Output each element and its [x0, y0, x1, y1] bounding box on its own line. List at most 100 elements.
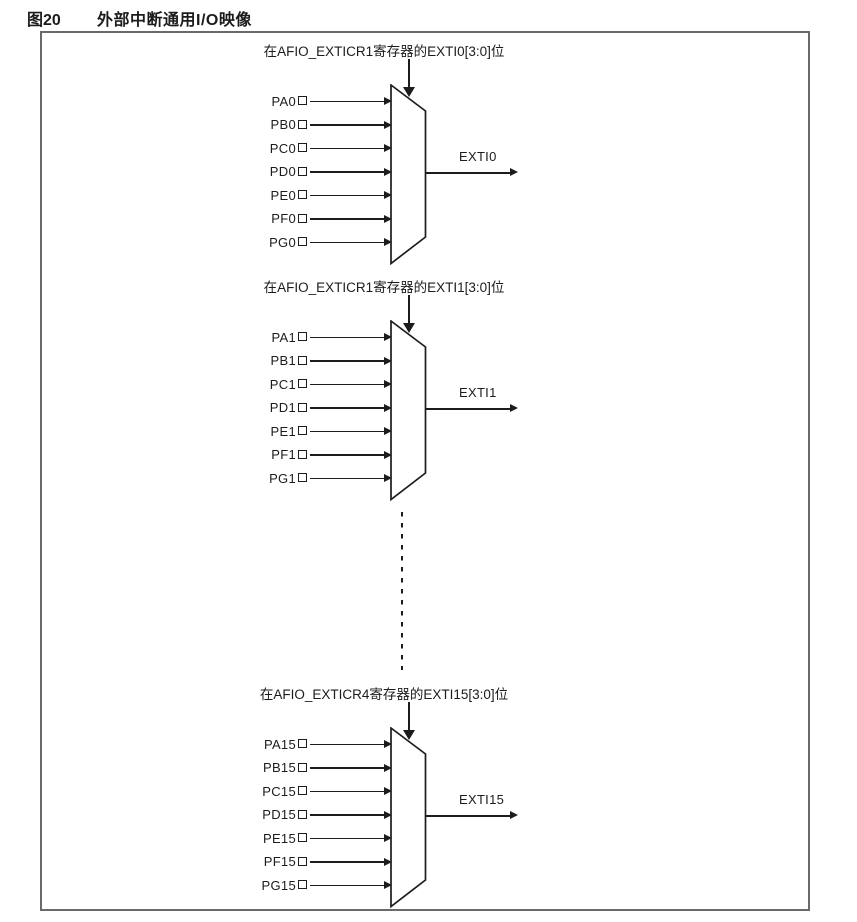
input-row: PC15: [240, 784, 400, 799]
port-label: PG1: [269, 470, 296, 486]
input-row: PE15: [240, 831, 400, 846]
port-label: PG0: [269, 234, 296, 250]
port-label: PA1: [271, 329, 296, 345]
input-arrowhead-icon: [384, 403, 392, 412]
input-wire: [310, 241, 385, 244]
input-row: PG15: [240, 878, 400, 893]
figure-frame: [40, 31, 810, 911]
io-pad-icon: [298, 402, 307, 412]
mux-shape-icon: [390, 84, 427, 266]
input-row: PC0: [240, 141, 400, 156]
port-label: PF15: [263, 854, 296, 869]
port-label: PE15: [262, 830, 296, 846]
input-arrowhead-icon: [384, 834, 392, 842]
input-arrowhead-icon: [384, 356, 392, 365]
port-label: PD15: [262, 807, 296, 822]
input-arrowhead-icon: [384, 427, 392, 435]
io-pad-icon: [298, 426, 307, 435]
output-label: EXTI15: [459, 792, 505, 807]
port-label: PA15: [263, 736, 296, 752]
mux-block-exti1: 在AFIO_EXTICR1寄存器的EXTI1[3:0]位 PA1 PB1 PC1: [0, 276, 857, 508]
input-row: PD0: [240, 164, 400, 179]
io-pad-icon: [298, 786, 307, 795]
input-wire: [310, 360, 385, 362]
input-arrowhead-icon: [384, 474, 392, 482]
output-arrowhead-icon: [510, 168, 518, 177]
input-wire: [310, 194, 385, 197]
continuation-dotted-line: [401, 512, 404, 670]
input-row: PG1: [240, 471, 400, 486]
io-pad-icon: [298, 809, 307, 819]
input-wire: [310, 407, 385, 409]
input-row: PA15: [240, 737, 400, 752]
port-label: PB0: [270, 117, 296, 132]
input-row: PF1: [240, 447, 400, 462]
port-label: PE1: [270, 423, 296, 439]
port-label: PF0: [271, 211, 296, 226]
input-arrowhead-icon: [384, 740, 392, 748]
port-label: PA0: [271, 93, 296, 109]
io-pad-icon: [298, 449, 307, 459]
input-row: PB0: [240, 117, 400, 132]
io-pad-icon: [298, 166, 307, 176]
io-pad-icon: [298, 833, 307, 842]
output-wire: [426, 172, 510, 174]
io-pad-icon: [298, 880, 307, 889]
port-label: PE0: [270, 187, 296, 203]
input-arrowhead-icon: [384, 97, 392, 105]
port-label: PC1: [269, 376, 296, 392]
output-label: EXTI0: [459, 149, 497, 164]
input-wire: [310, 171, 385, 173]
input-wire: [310, 767, 385, 769]
input-arrowhead-icon: [384, 214, 392, 223]
port-label: PC0: [269, 140, 296, 156]
input-wire: [310, 861, 385, 863]
input-arrowhead-icon: [384, 238, 392, 246]
mux-select-label: 在AFIO_EXTICR4寄存器的EXTI15[3:0]位: [259, 687, 509, 702]
input-wire: [310, 743, 385, 746]
io-pad-icon: [298, 213, 307, 223]
io-pad-icon: [298, 237, 307, 246]
port-label: PD0: [269, 164, 296, 179]
input-arrowhead-icon: [384, 787, 392, 795]
input-wire: [310, 100, 385, 103]
io-pad-icon: [298, 856, 307, 866]
input-wire: [310, 837, 385, 840]
io-pad-icon: [298, 379, 307, 388]
output-arrowhead-icon: [510, 404, 518, 413]
port-label: PF1: [271, 447, 296, 462]
mux-block-exti15: 在AFIO_EXTICR4寄存器的EXTI15[3:0]位 PA15 PB15 …: [0, 683, 857, 915]
output-arrowhead-icon: [510, 811, 518, 820]
input-arrowhead-icon: [384, 810, 392, 819]
io-pad-icon: [298, 96, 307, 105]
input-arrowhead-icon: [384, 881, 392, 889]
input-row: PA0: [240, 94, 400, 109]
port-label: PC15: [262, 783, 296, 799]
input-row: PE0: [240, 188, 400, 203]
input-wire: [310, 336, 385, 339]
input-arrowhead-icon: [384, 191, 392, 199]
io-pad-icon: [298, 119, 307, 129]
input-arrowhead-icon: [384, 450, 392, 459]
io-pad-icon: [298, 739, 307, 748]
input-row: PF0: [240, 211, 400, 226]
input-row: PB1: [240, 353, 400, 368]
mux-block-exti0: 在AFIO_EXTICR1寄存器的EXTI0[3:0]位 PA0 PB0 PC0: [0, 40, 857, 272]
io-pad-icon: [298, 190, 307, 199]
io-pad-icon: [298, 762, 307, 772]
input-row: PD15: [240, 807, 400, 822]
output-wire: [426, 408, 510, 410]
input-row: PG0: [240, 235, 400, 250]
input-wire: [310, 884, 385, 887]
mux-shape-icon: [390, 320, 427, 502]
mux-select-label: 在AFIO_EXTICR1寄存器的EXTI0[3:0]位: [263, 44, 505, 59]
io-pad-icon: [298, 473, 307, 482]
input-arrowhead-icon: [384, 144, 392, 152]
input-wire: [310, 477, 385, 480]
figure-number: 图20: [27, 12, 61, 29]
down-arrow-icon: [402, 295, 415, 333]
input-arrowhead-icon: [384, 380, 392, 388]
io-pad-icon: [298, 143, 307, 152]
input-arrowhead-icon: [384, 763, 392, 772]
